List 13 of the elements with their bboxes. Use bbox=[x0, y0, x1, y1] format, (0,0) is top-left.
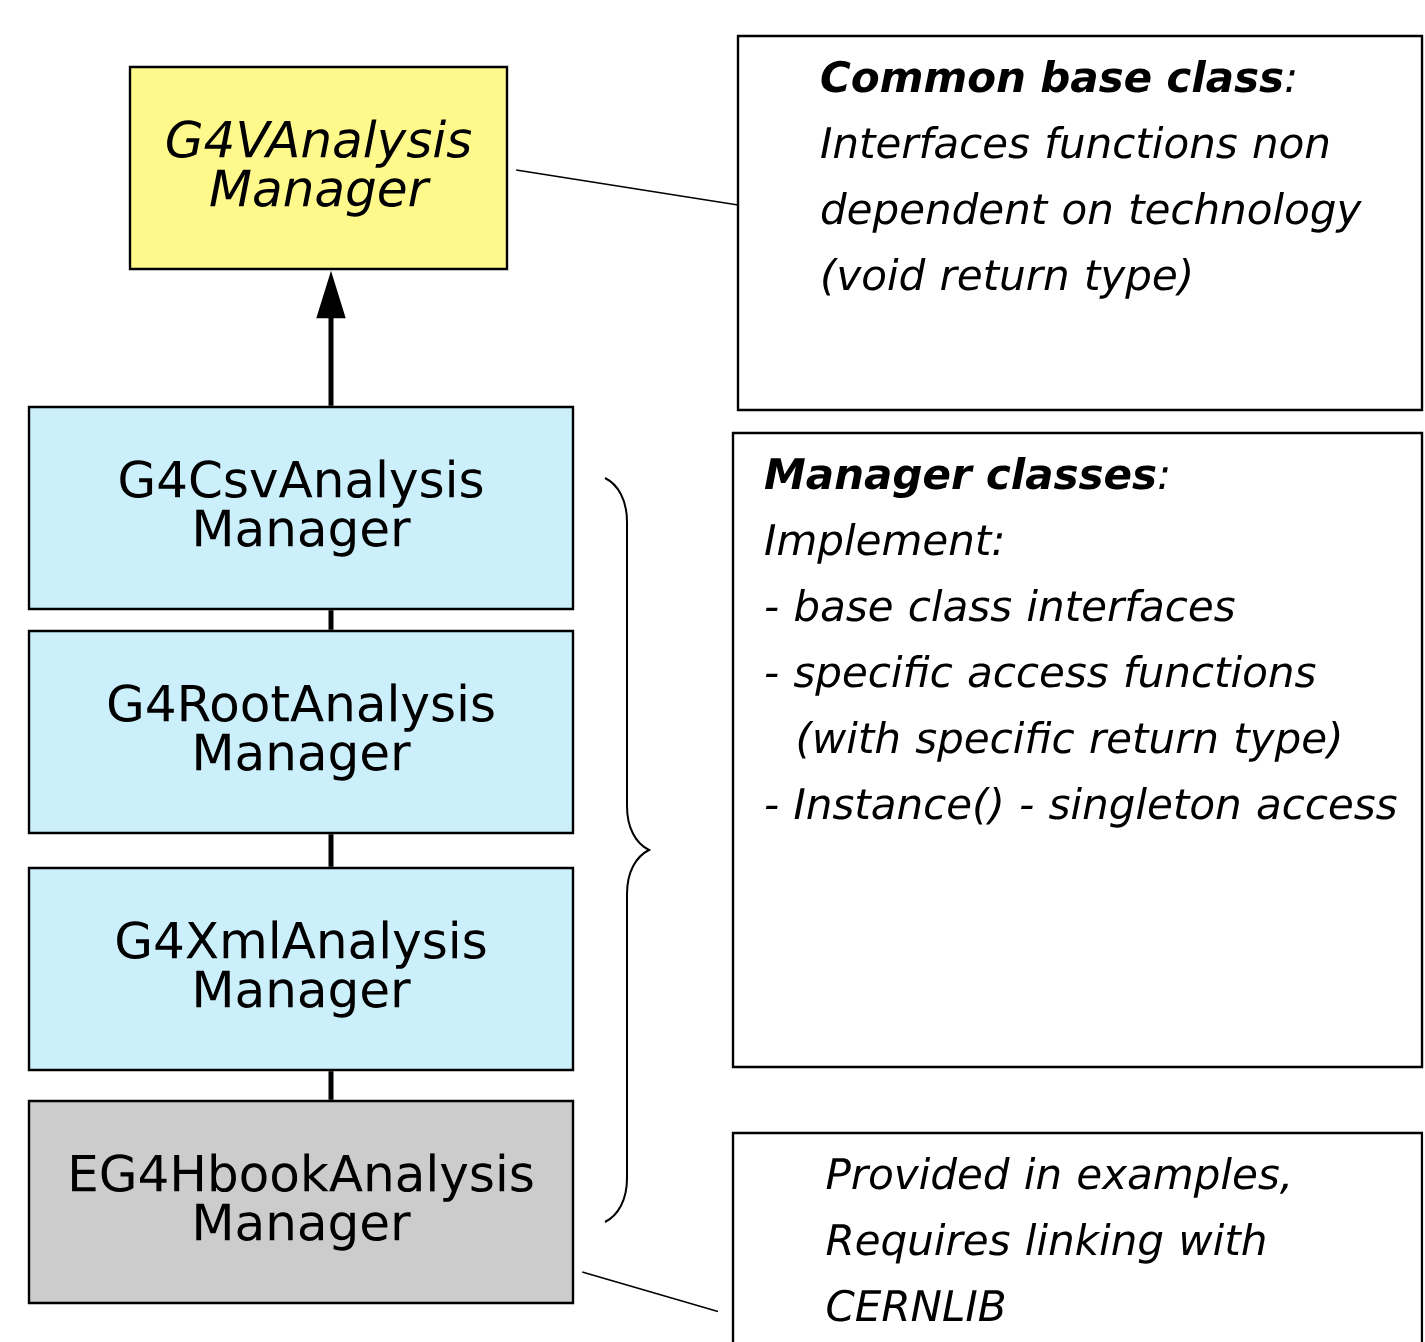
class-box: EG4HbookAnalysis Manager bbox=[27, 1099, 575, 1305]
connector-line bbox=[328, 610, 334, 630]
class-box: G4RootAnalysis Manager bbox=[27, 629, 575, 835]
leader-line bbox=[515, 169, 739, 206]
class-box: G4XmlAnalysis Manager bbox=[27, 866, 575, 1072]
note-box: Provided in examples, Requires linking with CERNLIB bbox=[731, 1131, 1424, 1342]
class-box: G4VAnalysis Manager bbox=[128, 65, 509, 271]
class-box: G4CsvAnalysis Manager bbox=[27, 405, 575, 611]
note-box: Common base class: Interfaces functions non dependent on technology (void return type) bbox=[736, 34, 1424, 412]
leader-line bbox=[581, 1271, 719, 1313]
note-box: Manager classes: Implement: - base class interfaces - specific access functions (with specific return type) - Instance() - singleton access bbox=[731, 431, 1424, 1069]
connector-line bbox=[328, 834, 334, 867]
connector-line bbox=[328, 1071, 334, 1100]
